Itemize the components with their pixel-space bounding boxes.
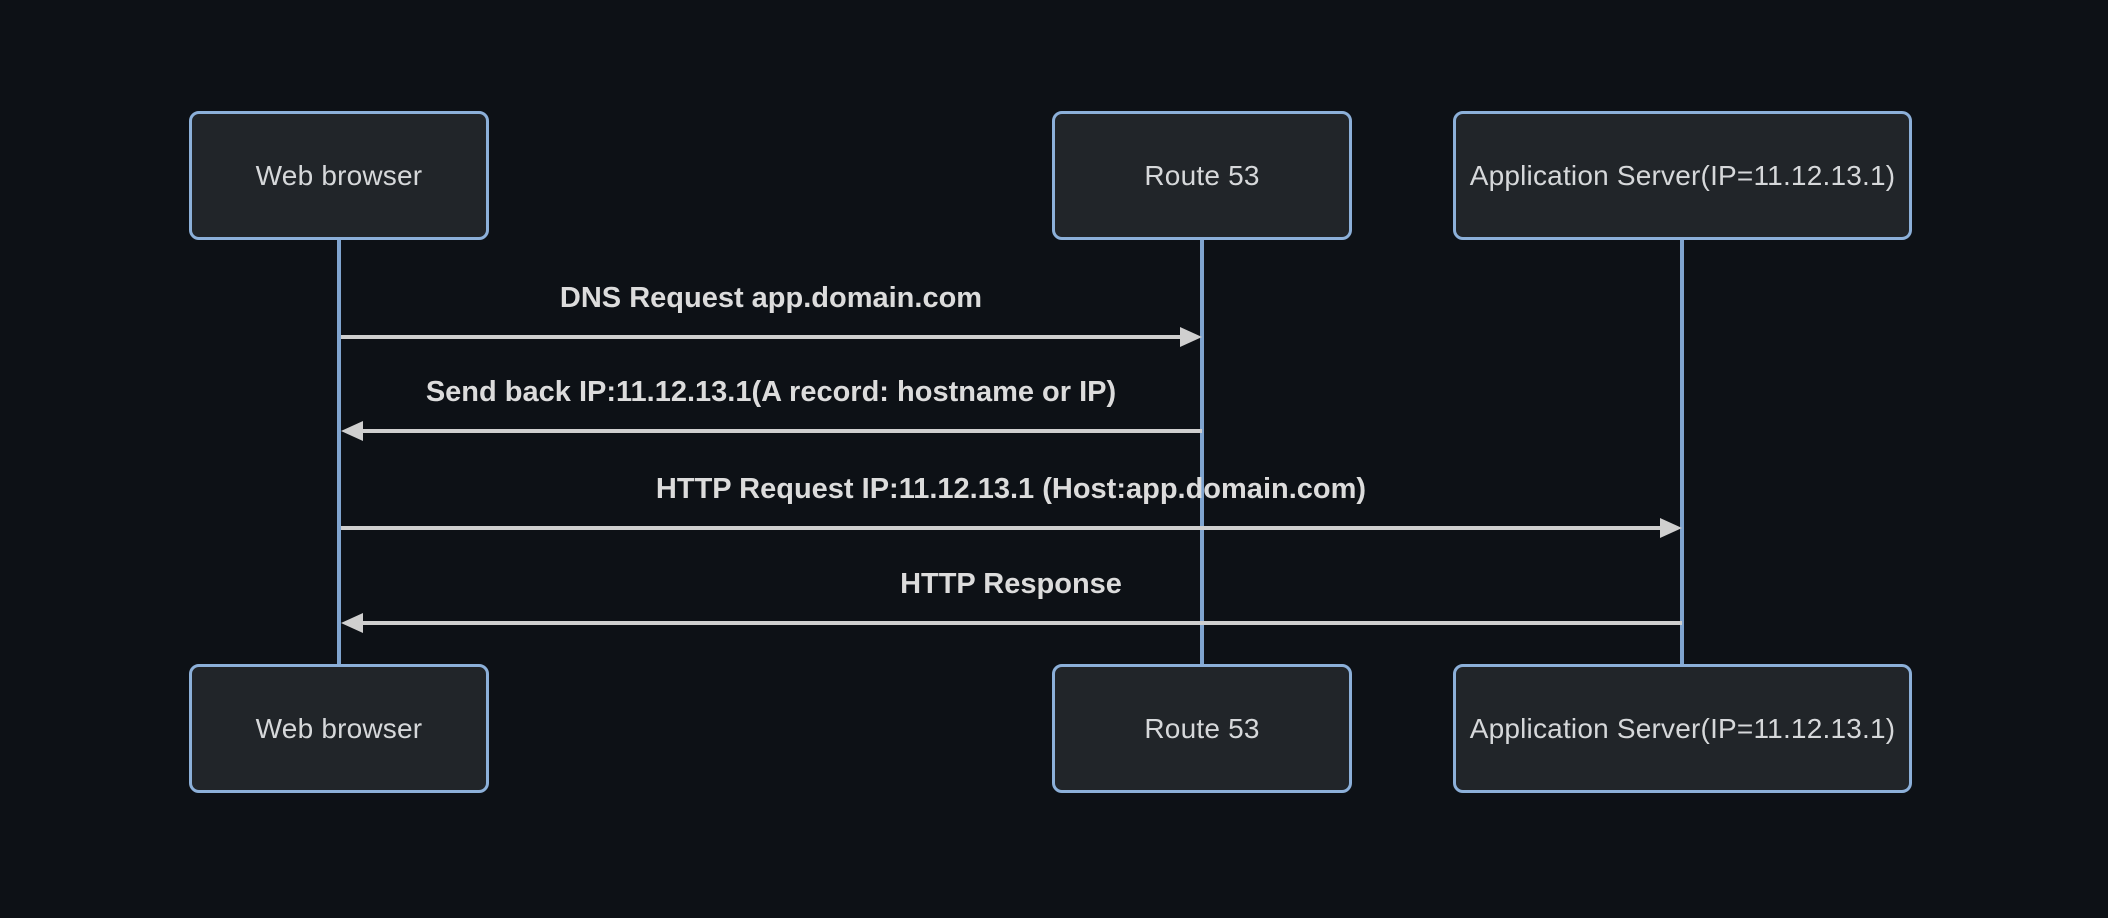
actor-box-web-browser-bottom: Web browser xyxy=(189,664,489,793)
actor-box-route-53-bottom: Route 53 xyxy=(1052,664,1352,793)
message-label-http-request: HTTP Request IP:11.12.13.1 (Host:app.dom… xyxy=(655,473,1367,505)
message-label-send-back-ip: Send back IP:11.12.13.1(A record: hostna… xyxy=(425,376,1117,408)
actor-label-route-53: Route 53 xyxy=(1144,159,1260,191)
arrowhead-right-icon xyxy=(1660,518,1682,538)
actor-box-application-server-bottom: Application Server(IP=11.12.13.1) xyxy=(1453,664,1912,793)
message-label-dns-request: DNS Request app.domain.com xyxy=(559,282,983,314)
actor-label-web-browser: Web browser xyxy=(255,159,423,191)
message-label-http-response: HTTP Response xyxy=(900,568,1122,600)
actor-label-route-53: Route 53 xyxy=(1144,712,1260,744)
actor-label-application-server: Application Server(IP=11.12.13.1) xyxy=(1469,159,1896,191)
actor-box-route-53-top: Route 53 xyxy=(1052,111,1352,240)
actor-label-web-browser: Web browser xyxy=(255,712,423,744)
arrowhead-right-icon xyxy=(1180,327,1202,347)
actor-box-application-server-top: Application Server(IP=11.12.13.1) xyxy=(1453,111,1912,240)
actor-label-application-server: Application Server(IP=11.12.13.1) xyxy=(1469,712,1896,744)
arrowhead-left-icon xyxy=(341,613,363,633)
actor-box-web-browser-top: Web browser xyxy=(189,111,489,240)
arrowhead-left-icon xyxy=(341,421,363,441)
